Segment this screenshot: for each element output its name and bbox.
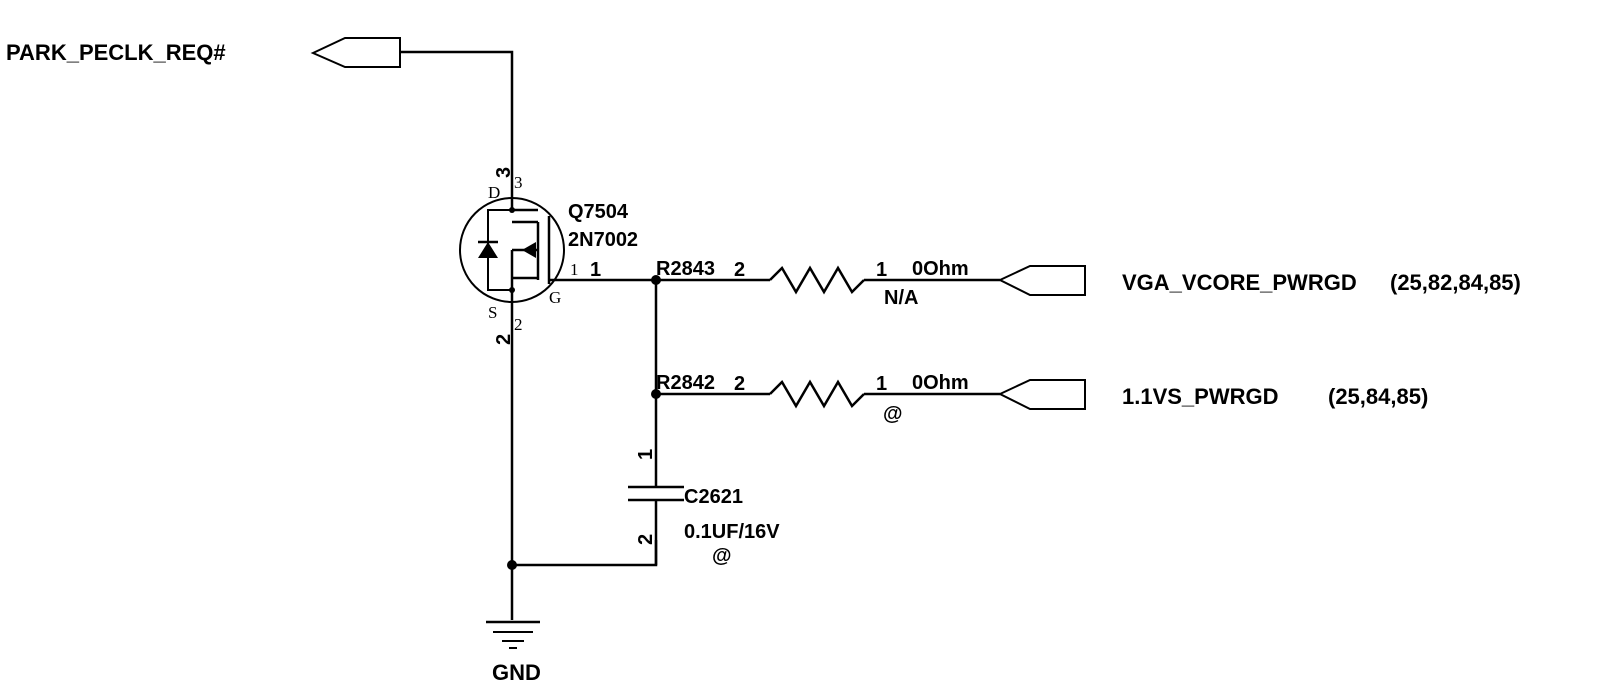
r2843-zigzag [769,265,865,295]
offpage-connector-park-peclk-req [310,37,401,68]
r2843-value: 0Ohm [912,258,969,280]
r2842-note: @ [883,403,903,425]
pin-number-gate-small: 1 [570,260,579,279]
r2843-pin-right: 1 [876,259,887,281]
r2842-value: 0Ohm [912,372,969,394]
r2843-ref: R2843 [656,258,715,280]
c2621-pin-top: 1 [635,449,657,460]
r2842-pin-left: 2 [734,373,745,395]
r2843-note: N/A [884,287,918,309]
wire-drain-to-park [400,50,514,178]
r2842-zigzag [769,379,865,409]
c2621-pin-bottom: 2 [635,534,657,545]
resistor-r2842: R2842 2 1 0Ohm @ [656,372,1000,425]
pin-number-drain-small: 3 [514,173,523,192]
c2621-note: @ [712,545,732,567]
pin-label-source: S [488,303,497,322]
body-diode-triangle [478,242,498,258]
net-label-park-peclk-req: PARK_PECLK_REQ# [6,40,226,65]
offpage-connector-vga-vcore-pwrgd [997,265,1086,296]
pin-number-gate: 1 [590,259,601,281]
ground-symbol [486,620,540,649]
r2843-pin-left: 2 [734,259,745,281]
pin-number-source: 2 [493,334,515,345]
r2842-ref: R2842 [656,372,715,394]
pin-number-drain: 3 [493,167,515,178]
net-refs-vga-vcore-pwrgd: (25,82,84,85) [1390,270,1521,295]
drain-dot [509,207,515,213]
net-refs-1-1vs-pwrgd: (25,84,85) [1328,384,1428,409]
offpage-connector-1-1vs-pwrgd [997,379,1086,410]
pin-label-gate: G [549,288,561,307]
net-label-vga-vcore-pwrgd: VGA_VCORE_PWRGD [1122,270,1357,295]
r2842-pin-right: 1 [876,373,887,395]
net-label-1-1vs-pwrgd: 1.1VS_PWRGD [1122,384,1279,409]
net-label-gnd: GND [492,660,541,685]
pin-label-drain: D [488,183,500,202]
mosfet-ref: Q7504 [568,201,629,223]
channel-arrow [522,242,536,258]
pin-number-source-small: 2 [514,315,523,334]
c2621-ref: C2621 [684,486,743,508]
c2621-value: 0.1UF/16V [684,521,780,543]
resistor-r2843: R2843 2 1 0Ohm N/A [656,258,1000,309]
mosfet-part: 2N7002 [568,229,638,251]
mosfet-q7504: D S G 3 2 1 3 2 1 Q7504 2N7002 [459,167,656,345]
capacitor-c2621: 1 2 C2621 0.1UF/16V @ [628,449,780,567]
